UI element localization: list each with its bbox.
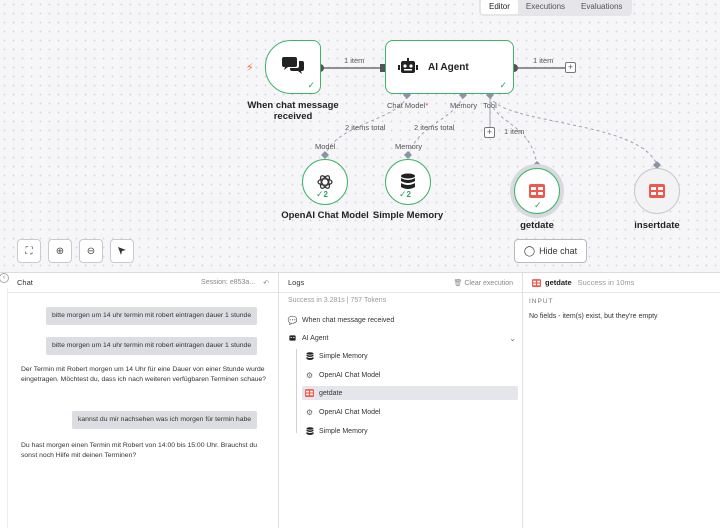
node-chat-trigger[interactable]: ✓	[265, 40, 321, 94]
memory-label: Simple Memory	[372, 210, 444, 221]
logs-header: Logs 🗑 Clear execution	[279, 273, 522, 293]
zoom-out-icon: ⊖	[86, 245, 96, 257]
openai-icon: ⚙	[305, 370, 314, 380]
tab-executions[interactable]: Executions	[525, 2, 566, 11]
run-count: 2	[406, 190, 411, 199]
success-check-icon: ✓	[307, 80, 315, 90]
chat-panel: Chat Session: e853a... ↶ bitte morgen um…	[8, 273, 279, 528]
hide-chat-button[interactable]: ◯ Hide chat	[514, 239, 587, 263]
log-item-openai-chat-model[interactable]: ⚙OpenAI Chat Model	[305, 370, 381, 380]
table-icon	[305, 389, 314, 398]
success-check-icon: ✓	[316, 189, 324, 199]
node-insertdate[interactable]	[634, 168, 680, 214]
add-tool-button[interactable]: +	[484, 127, 495, 138]
chevron-down-icon[interactable]: ⌄	[509, 333, 516, 343]
output-status: Success in 10ms	[577, 278, 635, 287]
database-icon	[305, 351, 314, 361]
add-node-button[interactable]: +	[565, 62, 576, 73]
tidy-up-button[interactable]	[110, 239, 134, 263]
tool-item-count: 1 item	[504, 127, 525, 136]
memory-port-label: Memory	[395, 142, 423, 151]
model-items-total: 2 items total	[345, 123, 386, 132]
chat-header: Chat Session: e853a... ↶	[8, 273, 278, 293]
log-item-ai-agent[interactable]: AI Agent ⌄	[288, 331, 516, 345]
input-section-label: INPUT	[529, 298, 554, 305]
tab-evaluations[interactable]: Evaluations	[581, 2, 623, 11]
logs-summary: Success in 3.281s | 757 Tokens	[288, 297, 387, 304]
panel-left-edge	[0, 288, 8, 528]
trigger-bolt-icon: ⚡	[246, 62, 254, 74]
log-tree-line	[296, 349, 297, 433]
zoom-in-icon: ⊕	[55, 245, 65, 257]
getdate-label: getdate	[520, 220, 554, 231]
chat-message-bot: Der Termin mit Robert morgen um 14 Uhr f…	[21, 366, 267, 383]
memory-items-total: 2 items total	[414, 123, 455, 132]
cursor-icon	[118, 247, 126, 255]
chat-message-user: bitte morgen um 14 uhr termin mit robert…	[46, 307, 258, 325]
table-icon	[529, 184, 545, 198]
port-tool: Tool	[483, 101, 497, 110]
agent-output-count: 1 item	[533, 56, 554, 65]
database-icon	[401, 173, 415, 189]
node-output-panel: getdate Success in 10ms	[523, 273, 720, 528]
agent-label: AI Agent	[428, 61, 469, 73]
chat-icon: ◯	[523, 245, 536, 257]
zoom-in-button[interactable]: ⊕	[48, 239, 72, 263]
chevron-left-icon: ‹	[2, 274, 6, 281]
hide-chat-label: Hide chat	[539, 246, 578, 256]
chat-message-user: bitte morgen um 14 uhr termin mit robert…	[46, 337, 258, 355]
workflow-canvas[interactable]: Editor Executions Evaluations ⚡ ✓ When c…	[0, 0, 720, 272]
chat-title: Chat	[17, 278, 33, 287]
bottom-panel: Chat Session: e853a... ↶ bitte morgen um…	[0, 272, 720, 528]
fit-view-button[interactable]: ⛶	[17, 239, 41, 263]
input-empty-message: No fields - item(s) exist, but they're e…	[529, 313, 658, 320]
table-icon	[649, 184, 665, 198]
model-label: OpenAI Chat Model	[281, 210, 369, 221]
log-item-openai-chat-model[interactable]: ⚙OpenAI Chat Model	[305, 407, 381, 417]
logs-panel: Logs 🗑 Clear execution Success in 3.281s…	[279, 273, 523, 528]
collapse-panel-button[interactable]: ‹	[0, 273, 9, 283]
table-icon	[532, 278, 541, 287]
node-getdate[interactable]: ✓	[514, 168, 560, 214]
output-title: getdate	[545, 278, 572, 287]
database-icon	[305, 426, 314, 436]
node-ai-agent[interactable]: AI Agent ✓	[385, 40, 514, 94]
chat-message-user: kannst du mir nachsehen was ich morgen f…	[72, 411, 258, 429]
chat-message-bot: Du hast morgen einen Termin mit Robert v…	[21, 442, 258, 459]
zoom-out-button[interactable]: ⊖	[79, 239, 103, 263]
port-chat-model: Chat Model*	[387, 101, 429, 110]
robot-icon	[288, 334, 297, 343]
success-check-icon: ✓	[499, 80, 507, 90]
logs-title: Logs	[288, 278, 305, 287]
log-item-simple-memory[interactable]: Simple Memory	[305, 349, 368, 363]
success-check-icon: ✓	[399, 189, 407, 199]
connection-lines	[316, 64, 661, 169]
run-count: 2	[323, 190, 328, 199]
view-tabs: Editor Executions Evaluations	[479, 0, 633, 16]
model-port-label: Model	[315, 142, 336, 151]
clear-execution-button[interactable]: 🗑 Clear execution	[453, 279, 513, 287]
log-item-getdate[interactable]: getdate	[302, 386, 518, 400]
tab-editor[interactable]: Editor	[481, 0, 518, 14]
insertdate-label: insertdate	[634, 220, 680, 231]
fullscreen-icon: ⛶	[25, 245, 33, 257]
node-simple-memory[interactable]: ✓2	[385, 159, 431, 205]
session-id: Session: e853a...	[201, 279, 256, 286]
trigger-connection-count: 1 item	[344, 56, 365, 65]
port-memory: Memory	[450, 101, 478, 110]
openai-icon: ⚙	[305, 407, 314, 417]
chat-icon: 💬	[287, 315, 298, 325]
chat-bubbles-icon	[282, 57, 304, 74]
reset-session-icon[interactable]: ↶	[263, 279, 269, 287]
output-header: getdate Success in 10ms	[523, 273, 720, 293]
success-check-icon: ✓	[534, 200, 542, 210]
openai-icon	[317, 175, 333, 189]
node-openai-chat-model[interactable]: ✓2	[302, 159, 348, 205]
log-item-chat-trigger[interactable]: 💬When chat message received	[287, 315, 395, 325]
trigger-label: When chat message received	[247, 100, 339, 122]
log-item-simple-memory[interactable]: Simple Memory	[305, 424, 368, 438]
robot-icon	[398, 58, 418, 73]
